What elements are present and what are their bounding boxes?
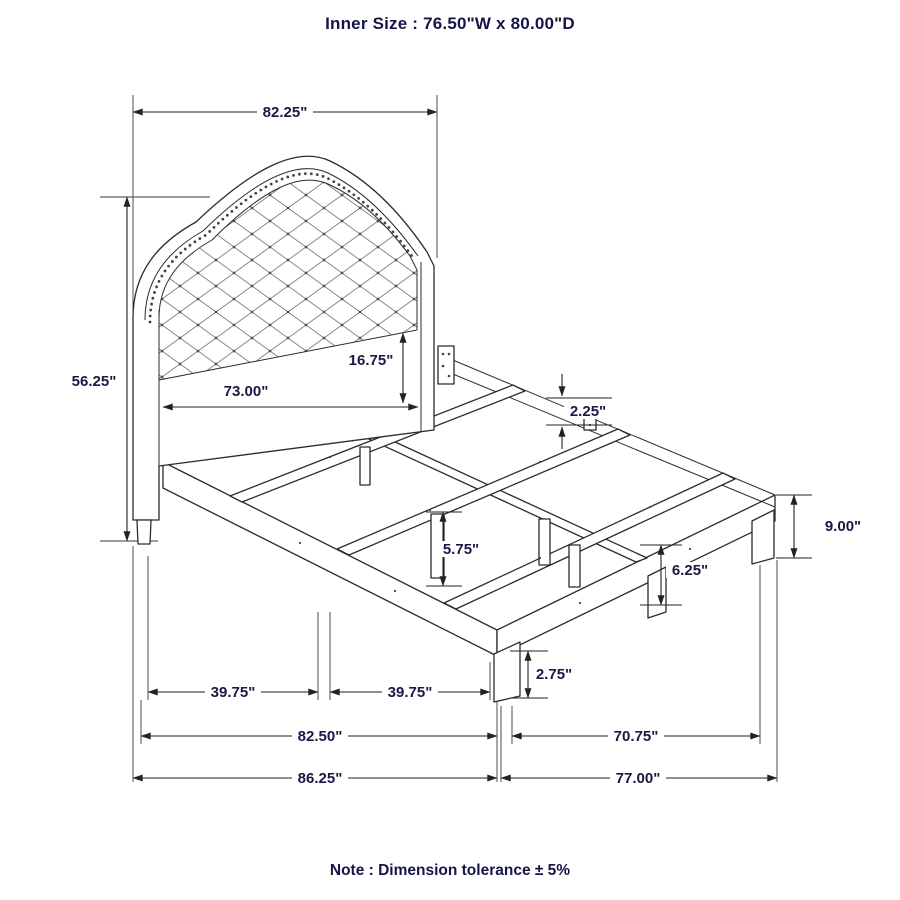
dim-headboard-panel-height: 16.75" (343, 332, 407, 404)
dim-rail-thickness: 2.25" (546, 374, 612, 449)
dim-label-77-00: 77.00" (616, 770, 661, 787)
dim-label-82-25: 82.25" (263, 104, 308, 121)
dim-overall-width: 77.00" (500, 770, 778, 787)
dim-label-39-75-a: 39.75" (211, 684, 256, 701)
dim-label-16-75: 16.75" (349, 352, 394, 369)
dim-frame-length: 82.50" (140, 728, 498, 745)
dim-headboard-inner-width: 73.00" (162, 383, 419, 411)
foot-rail (496, 494, 776, 657)
dim-label-5-75: 5.75" (443, 541, 479, 558)
right-side-rail (447, 357, 776, 496)
dim-label-6-25: 6.25" (672, 562, 708, 579)
dim-headboard-height: 56.25" (64, 196, 131, 542)
dim-label-56-25: 56.25" (72, 373, 117, 390)
dim-foot-leg-height: 9.00" (776, 494, 868, 559)
foot-center-leg (647, 566, 667, 619)
dim-foot-center-leg-height: 6.25" (640, 544, 714, 606)
headboard-left-leg (136, 519, 152, 545)
dim-headboard-width: 82.25" (132, 103, 438, 121)
dim-label-2-75: 2.75" (536, 666, 572, 683)
center-rail-leg (538, 518, 551, 566)
dim-frame-width: 70.75" (511, 728, 761, 745)
dim-label-39-75-b: 39.75" (388, 684, 433, 701)
headboard-trim-line (144, 168, 419, 321)
tolerance-note: Note : Dimension tolerance ± 5% (329, 862, 571, 879)
dim-slat-span-right: 39.75" (329, 684, 491, 701)
foot-left-leg (493, 641, 521, 703)
nailhead-trim (148, 172, 416, 324)
dim-label-86-25: 86.25" (298, 770, 343, 787)
dim-label-82-50: 82.50" (298, 728, 343, 745)
dim-overall-length: 86.25" (132, 770, 498, 787)
dim-label-73-00: 73.00" (224, 383, 269, 400)
slat-leg-1 (359, 446, 371, 486)
slat-2 (336, 428, 631, 556)
inner-size-title: Inner Size : 76.50"W x 80.00"D (325, 14, 575, 33)
dim-slat-span-left: 39.75" (147, 684, 319, 701)
headboard (132, 155, 435, 545)
dim-label-70-75: 70.75" (614, 728, 659, 745)
tufted-panel (158, 179, 418, 381)
bed-frame (162, 345, 776, 703)
dim-center-leg-height: 5.75" (426, 511, 485, 587)
rail-bracket (437, 345, 455, 385)
slat-leg-3 (568, 544, 581, 588)
dim-label-9-00: 9.00" (825, 518, 861, 535)
foot-right-leg (751, 509, 775, 565)
dim-label-2-25: 2.25" (570, 403, 606, 420)
slat-3 (443, 472, 736, 610)
dim-foot-leg-lower-height: 2.75" (510, 650, 578, 699)
